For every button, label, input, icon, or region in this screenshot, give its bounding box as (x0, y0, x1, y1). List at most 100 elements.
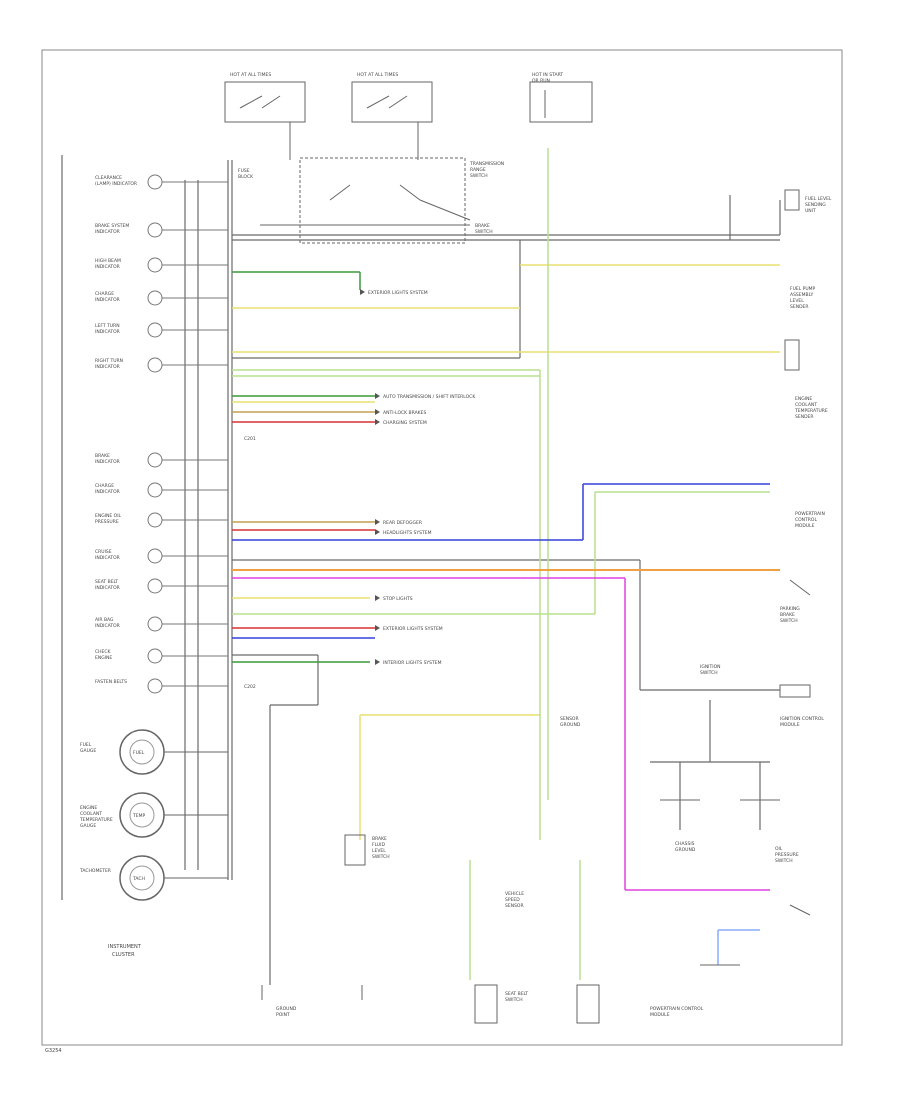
system-label: REAR DEFOGGER (383, 520, 422, 526)
right-label-line: PARKING (780, 606, 800, 612)
right-label-line: SENDING (805, 202, 826, 208)
left-bus (61, 155, 233, 900)
indicator-label-line: CHECK (95, 649, 112, 655)
indicator-label-line: LEFT TURN (95, 323, 120, 329)
system-label: EXTERIOR LIGHTS SYSTEM (383, 626, 443, 632)
indicator-label-line: (LAMP) INDICATOR (95, 181, 137, 187)
brake-switch-label-2: SWITCH (475, 229, 493, 235)
right-label-line: IGNITION CONTROL (780, 716, 824, 722)
right-label-line: FUEL LEVEL (805, 196, 832, 202)
fuse-block-label-2: BLOCK (238, 174, 254, 180)
mid-label-line: POINT (276, 1012, 290, 1018)
indicator-label-line: ENGINE OIL (95, 513, 122, 519)
system-label: INTERIOR LIGHTS SYSTEM (383, 660, 442, 666)
indicator-label-line: CRUISE (95, 549, 112, 555)
connector-arrow (375, 595, 380, 601)
indicator-label-line: CLEARANCE (95, 175, 122, 181)
indicator-lamp (147, 452, 163, 468)
mid-label-line: SPEED (505, 897, 520, 903)
right-label-line: ENGINE (795, 396, 812, 402)
mid-label-line: SENSOR (505, 903, 524, 909)
indicator-lamp (147, 290, 163, 306)
indicator-label-line: AIR BAG (95, 617, 114, 623)
mid-labels: IGNITIONSWITCHSENSORGROUNDBRAKEFLUIDLEVE… (276, 664, 721, 1018)
mid-label-line: LEVEL (372, 848, 386, 854)
right-label-line: SENDER (795, 414, 814, 420)
top-fuse-3 (529, 81, 593, 123)
mid-label-line: POWERTRAIN CONTROL (650, 1006, 704, 1012)
indicator-label-line: SEAT BELT (95, 579, 118, 585)
mid-label-line: SWITCH (505, 997, 523, 1003)
right-components (779, 189, 811, 916)
connector-arrow (360, 289, 365, 295)
connector-c201: C201 (244, 436, 256, 442)
indicator-label-line: CHARGE (95, 483, 114, 489)
connector-arrow (375, 419, 380, 425)
top-fuse-1-label: HOT AT ALL TIMES (230, 72, 271, 78)
mid-label-line: SWITCH (372, 854, 390, 860)
top-fuse-3-label-1: HOT IN START (532, 72, 563, 78)
yellow-wires (232, 264, 780, 840)
transmission-label-2: RANGE (470, 167, 486, 173)
mid-label-line: IGNITION (700, 664, 721, 670)
right-label-line: MODULE (795, 523, 815, 529)
indicator-lamp (147, 222, 163, 238)
right-label-line: SWITCH (775, 858, 793, 864)
right-label-line: UNIT (805, 208, 816, 214)
gauge-inner (129, 739, 155, 765)
indicator-lamp (147, 257, 163, 273)
system-label: CHARGING SYSTEM (383, 420, 427, 426)
indicator-lamp (147, 578, 163, 594)
system-label: ANTI-LOCK BRAKES (383, 410, 426, 416)
right-label-line: SWITCH (780, 618, 798, 624)
right-label-line: FUEL PUMP (790, 286, 816, 292)
indicator-label-line: BRAKE (95, 453, 110, 459)
mid-label-line: SENSOR (560, 716, 579, 722)
mid-label-line: SEAT BELT (505, 991, 528, 997)
top-fuse-2-label: HOT AT ALL TIMES (357, 72, 398, 78)
mid-label-line: FLUID (372, 842, 385, 848)
indicator-lamp (147, 678, 163, 694)
right-label-line: GROUND (675, 847, 696, 853)
gauge-name: FUEL (133, 750, 145, 756)
mid-label-line: SWITCH (700, 670, 718, 676)
colored-wires (232, 395, 780, 965)
indicator-label-line: INDICATOR (95, 329, 120, 335)
connector-arrow (375, 625, 380, 631)
top-fuse-1 (224, 81, 306, 160)
light-green-wires (232, 148, 770, 980)
connector-arrow (375, 519, 380, 525)
transmission-switch (260, 157, 471, 244)
indicator-label-line: FASTEN BELTS (95, 679, 127, 685)
indicator-label-line: RIGHT TURN (95, 358, 123, 364)
transmission-label-3: SWITCH (470, 173, 488, 179)
connector-arrow (375, 409, 380, 415)
indicator-label-line: CHARGE (95, 291, 114, 297)
transmission-label-1: TRANSMISSION (469, 161, 504, 167)
right-label-line: SENDER (790, 304, 809, 310)
indicator-label-line: INDICATOR (95, 264, 120, 270)
indicator-lamps (147, 174, 228, 694)
cluster-label-1: INSTRUMENT (108, 944, 142, 950)
indicator-label-line: ENGINE (95, 655, 112, 661)
grey-wires (232, 195, 781, 985)
green-wires (232, 271, 370, 663)
indicator-label-line: INDICATOR (95, 585, 120, 591)
indicator-label-line: HIGH BEAM (95, 258, 121, 264)
brake-switch-label-1: BRAKE (475, 223, 490, 229)
indicator-lamp (147, 512, 163, 528)
indicator-lamp (147, 322, 163, 338)
system-label: AUTO TRANSMISSION / SHIFT INTERLOCK (383, 394, 476, 400)
gauge-inner (129, 802, 155, 828)
indicator-lamp (147, 482, 163, 498)
right-label-line: POWERTRAIN (795, 511, 825, 517)
indicator-label-line: INDICATOR (95, 459, 120, 465)
connector-arrows (360, 289, 380, 665)
top-fuse-3-label-2: OR RUN (532, 78, 550, 84)
footer-code: G3254 (45, 1048, 62, 1054)
gauge-label-line: ENGINE (80, 805, 97, 811)
top-fuse-2 (351, 81, 433, 160)
indicator-label-line: INDICATOR (95, 489, 120, 495)
gauges: FUELFUELGAUGETEMPENGINECOOLANTTEMPERATUR… (79, 729, 228, 901)
